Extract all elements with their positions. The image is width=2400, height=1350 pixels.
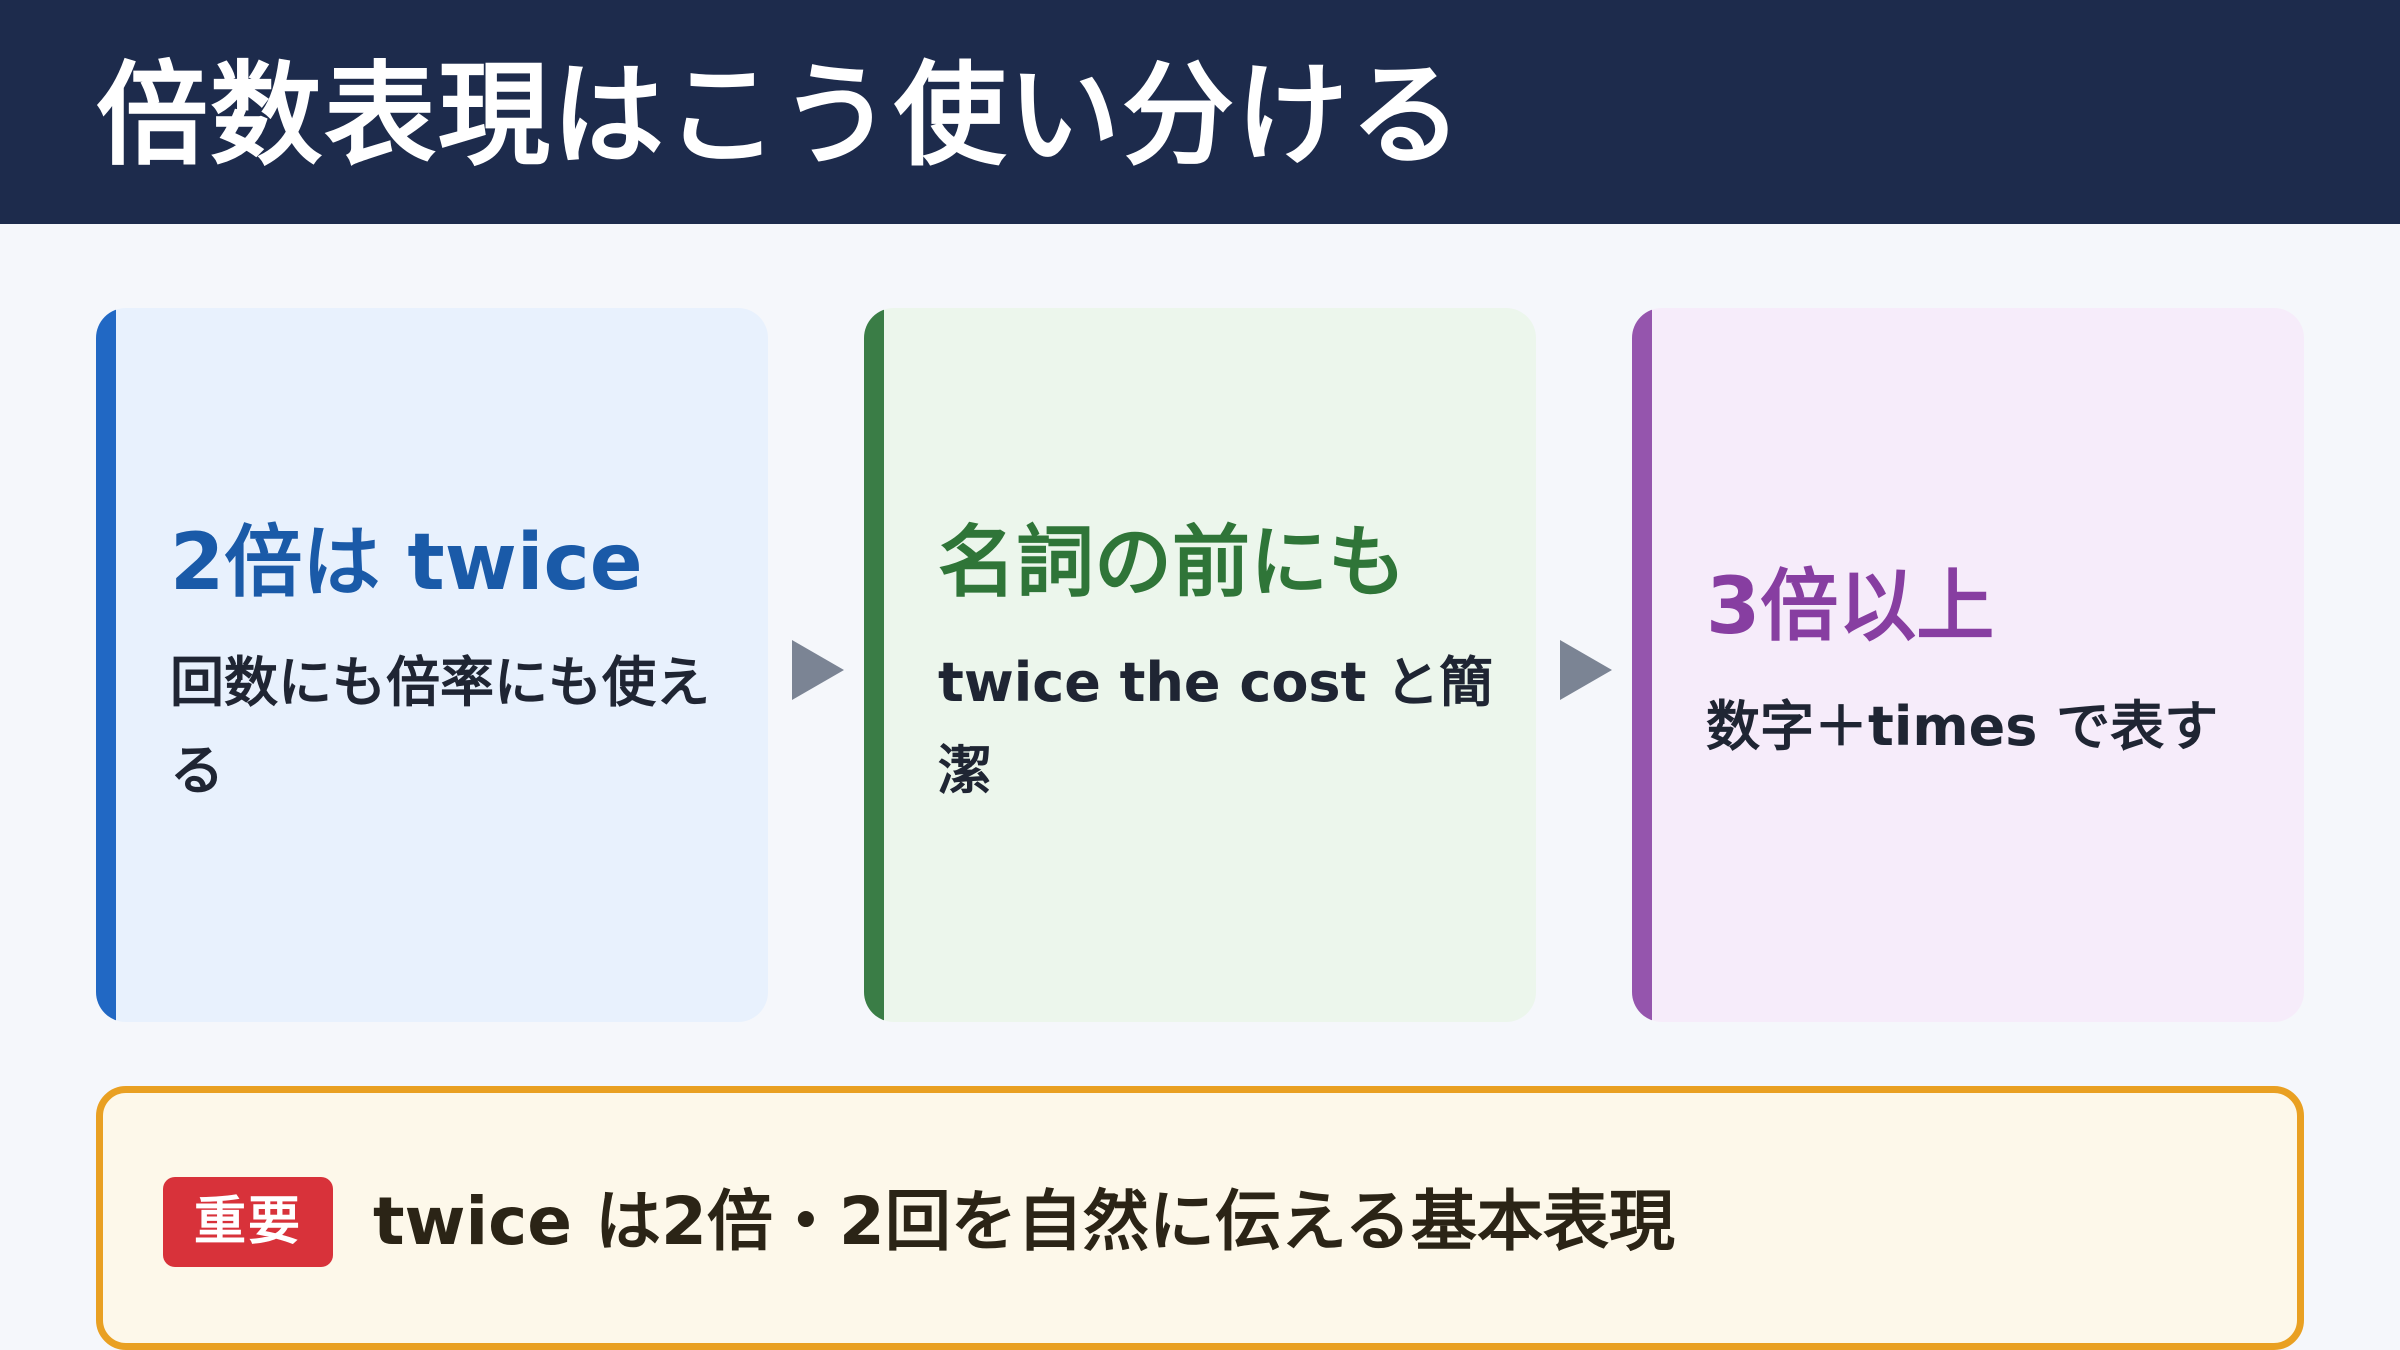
card-before-noun-title: 名詞の前にも <box>938 518 1407 608</box>
card-twice: 2倍は twice 回数にも倍率にも使える <box>96 308 768 1022</box>
header-bar: 倍数表現はこう使い分ける <box>0 0 2400 224</box>
card-before-noun-text: twice the cost と簡潔 <box>938 651 1494 802</box>
card-twice-title: 2倍は twice <box>170 518 643 608</box>
card-twice-content: 2倍は twice 回数にも倍率にも使える <box>170 308 728 1022</box>
page-title: 倍数表現はこう使い分ける <box>96 51 1464 181</box>
card-before-noun: 名詞の前にも twice the cost と簡潔 <box>864 308 1536 1022</box>
card-twice-text: 回数にも倍率にも使える <box>170 651 710 802</box>
card-before-noun-content: 名詞の前にも twice the cost と簡潔 <box>938 308 1496 1022</box>
important-badge: 重要 <box>163 1177 333 1267</box>
card-three-times-text: 数字＋times で表す <box>1706 695 2219 758</box>
important-note-text: twice は2倍・2回を自然に伝える基本表現 <box>373 1183 1675 1260</box>
card-three-times-title: 3倍以上 <box>1706 562 1995 652</box>
card-three-times: 3倍以上 数字＋times で表す <box>1632 308 2304 1022</box>
important-note: 重要 twice は2倍・2回を自然に伝える基本表現 <box>96 1086 2304 1350</box>
arrow-right-icon <box>792 640 844 700</box>
arrow-right-icon <box>1560 640 1612 700</box>
card-three-times-content: 3倍以上 数字＋times で表す <box>1706 308 2264 1022</box>
